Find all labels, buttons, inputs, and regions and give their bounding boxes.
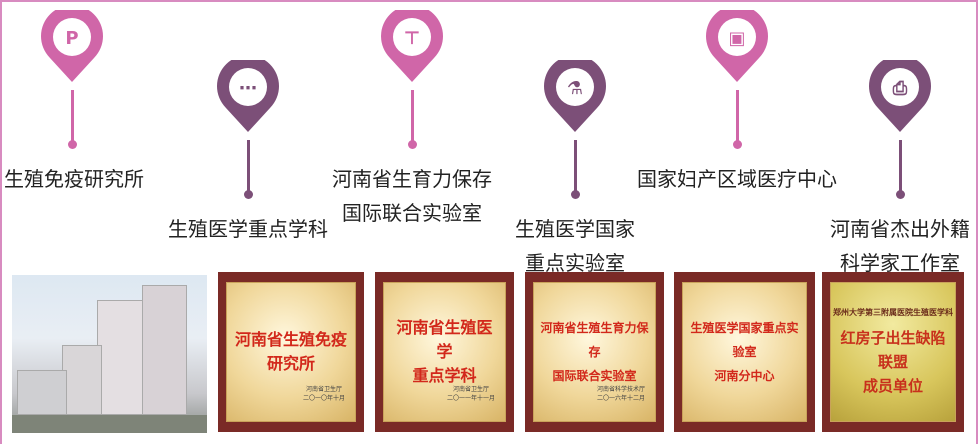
flask-icon: ⚗ — [567, 78, 583, 99]
award-plaque: 河南省生殖生育力保存国际联合实验室河南省科学技术厅二〇一六年十二月 — [525, 272, 664, 432]
milestone-label: 河南省生育力保存国际联合实验室 — [332, 162, 492, 230]
plaque-title: 河南省生殖免疫研究所 — [234, 330, 347, 373]
plaque-issuer-date: 河南省卫生厅二〇一〇年十月 — [302, 386, 345, 402]
plaque-header: 郑州大学第三附属医院生殖医学科 — [833, 307, 953, 317]
chat-bubble-icon: ⋯ — [239, 78, 257, 99]
milestone-label: 生殖免疫研究所 — [4, 162, 144, 196]
plaque-issuer-date: 河南省科学技术厅二〇一六年十二月 — [596, 386, 645, 402]
connector-dot — [571, 190, 580, 199]
milestone-label-line: 生殖医学国家 — [515, 217, 635, 241]
plaque-issuer-date: 河南省卫生厅二〇一一年十一月 — [446, 386, 495, 402]
connector-dot — [68, 140, 77, 149]
award-plaque: 河南省生殖医学重点学科河南省卫生厅二〇一一年十一月 — [375, 272, 514, 432]
milestone-label-line: 生殖免疫研究所 — [4, 167, 144, 191]
award-plaque: 河南省生殖免疫研究所河南省卫生厅二〇一〇年十月 — [218, 272, 364, 432]
award-plaque: 生殖医学国家重点实验室河南分中心 — [674, 272, 815, 432]
connector-line — [899, 140, 902, 192]
connector-line — [736, 90, 739, 142]
milestone-label-line: 河南省生育力保存 — [332, 167, 492, 191]
image-icon: ▣ — [728, 28, 745, 49]
milestone-label-line: 河南省杰出外籍 — [830, 217, 970, 241]
milestone-label: 国家妇产区域医疗中心 — [637, 162, 837, 196]
connector-line — [411, 90, 414, 142]
map-pin-marker: ▣ — [705, 5, 769, 83]
milestone-label-line: 重点实验室 — [525, 251, 625, 275]
map-pin-marker: ⚗ — [543, 55, 607, 132]
presentation-file-icon: P — [65, 28, 78, 49]
award-plaque: 郑州大学第三附属医院生殖医学科红房子出生缺陷联盟成员单位 — [822, 272, 964, 432]
plaque-title: 河南省生殖生育力保存国际联合实验室 — [540, 321, 649, 383]
connector-dot — [733, 140, 742, 149]
plaque-title: 河南省生殖医学重点学科 — [396, 318, 493, 385]
map-pin-marker: ⋯ — [216, 55, 280, 132]
milestone-label: 河南省杰出外籍科学家工作室 — [830, 212, 970, 280]
map-pin-marker: ⊤ — [380, 5, 444, 83]
connector-line — [247, 140, 250, 192]
connector-line — [71, 90, 74, 142]
milestone-label: 生殖医学重点学科 — [168, 212, 328, 246]
milestone-label-line: 国际联合实验室 — [342, 201, 482, 225]
milestone-label: 生殖医学国家重点实验室 — [515, 212, 635, 280]
plaque-title: 红房子出生缺陷联盟成员单位 — [840, 328, 946, 395]
milestone-label-line: 生殖医学重点学科 — [168, 217, 328, 241]
map-pin-marker: P — [40, 5, 104, 83]
connector-dot — [896, 190, 905, 199]
plaque-title: 生殖医学国家重点实验室河南分中心 — [690, 321, 799, 383]
org-chart-icon: ⊤ — [404, 28, 420, 49]
connector-dot — [244, 190, 253, 199]
connector-dot — [408, 140, 417, 149]
connector-line — [574, 140, 577, 192]
milestone-label-line: 国家妇产区域医疗中心 — [637, 167, 837, 191]
printer-icon: ⎙ — [892, 78, 908, 99]
hospital-building-photo — [12, 275, 207, 433]
map-pin-marker: ⎙ — [868, 55, 932, 132]
milestone-label-line: 科学家工作室 — [840, 251, 960, 275]
